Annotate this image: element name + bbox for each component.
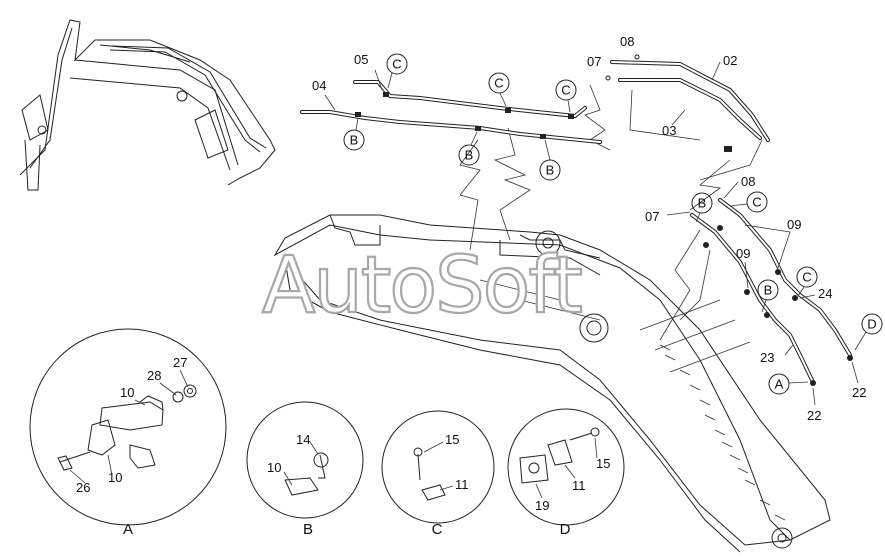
detail-a-label-10-upper: 10 [120, 385, 134, 400]
label-22-right: 22 [852, 385, 866, 400]
svg-text:C: C [802, 270, 811, 285]
watermark-text: AutoSoft [262, 241, 581, 331]
label-07-top: 07 [587, 54, 601, 69]
hose-02-03 [605, 54, 770, 152]
marker-c-4: C [729, 191, 768, 213]
label-08-right: 08 [741, 174, 755, 189]
detail-a: 10 28 27 10 26 A [29, 328, 227, 538]
clamp-markers: C C C B B B B C [343, 53, 883, 395]
label-09-lower: 09 [736, 246, 750, 261]
pipe-04-05 [300, 80, 602, 144]
label-03: 03 [662, 123, 676, 138]
detail-a-label-10-lower: 10 [108, 470, 122, 485]
pipe-23-24 [690, 198, 853, 386]
svg-text:D: D [867, 317, 876, 332]
detail-d-label-11: 11 [572, 478, 586, 493]
marker-b-1: B [343, 117, 365, 151]
detail-a-label-28: 28 [147, 368, 161, 383]
label-02: 02 [723, 53, 737, 68]
detail-d: 15 11 19 D [507, 408, 625, 538]
detail-d-caption: D [560, 521, 571, 538]
label-05: 05 [354, 52, 368, 67]
marker-c-5: C [796, 266, 818, 297]
label-leaders [324, 61, 859, 406]
detail-a-caption: A [123, 521, 133, 538]
label-23: 23 [760, 350, 774, 365]
boom-body [273, 214, 831, 553]
detail-c: 15 11 C [381, 410, 495, 538]
detail-b-caption: B [303, 521, 313, 538]
leader-lines [459, 84, 763, 341]
label-08-top: 08 [620, 34, 634, 49]
svg-text:B: B [764, 283, 773, 298]
detail-a-label-26: 26 [76, 480, 90, 495]
detail-b-label-10: 10 [267, 460, 281, 475]
svg-text:A: A [775, 377, 784, 392]
detail-a-label-27: 27 [173, 355, 187, 370]
detail-b-label-14: 14 [296, 432, 310, 447]
marker-b-5: B [757, 279, 779, 313]
detail-d-label-19: 19 [535, 498, 549, 513]
marker-b-3: B [539, 139, 561, 181]
part-labels: 02 03 04 05 07 08 07 08 09 09 24 23 22 2… [312, 34, 866, 423]
svg-text:C: C [494, 76, 503, 91]
label-24: 24 [818, 286, 832, 301]
svg-text:C: C [752, 195, 761, 210]
marker-b-2: B [458, 131, 480, 166]
label-07-right: 07 [645, 209, 659, 224]
label-22-left: 22 [807, 408, 821, 423]
detail-c-caption: C [432, 521, 443, 538]
detail-d-label-15: 15 [596, 456, 610, 471]
svg-text:B: B [465, 148, 474, 163]
svg-text:B: B [546, 163, 555, 178]
marker-c-1: C [386, 53, 408, 89]
detail-c-label-11: 11 [455, 477, 469, 492]
svg-text:C: C [392, 57, 401, 72]
marker-c-2: C [488, 72, 510, 107]
boom-thumbnail [19, 19, 276, 191]
marker-b-4: B [691, 192, 713, 223]
marker-a-1: A [768, 373, 809, 395]
label-04: 04 [312, 78, 326, 93]
marker-c-3: C [555, 79, 577, 113]
detail-b: 14 10 B [246, 401, 364, 538]
svg-text:B: B [350, 133, 359, 148]
svg-text:B: B [698, 196, 707, 211]
marker-d-1: D [854, 313, 883, 351]
svg-text:C: C [561, 83, 570, 98]
detail-c-label-15: 15 [445, 432, 459, 447]
label-09-upper: 09 [787, 217, 801, 232]
